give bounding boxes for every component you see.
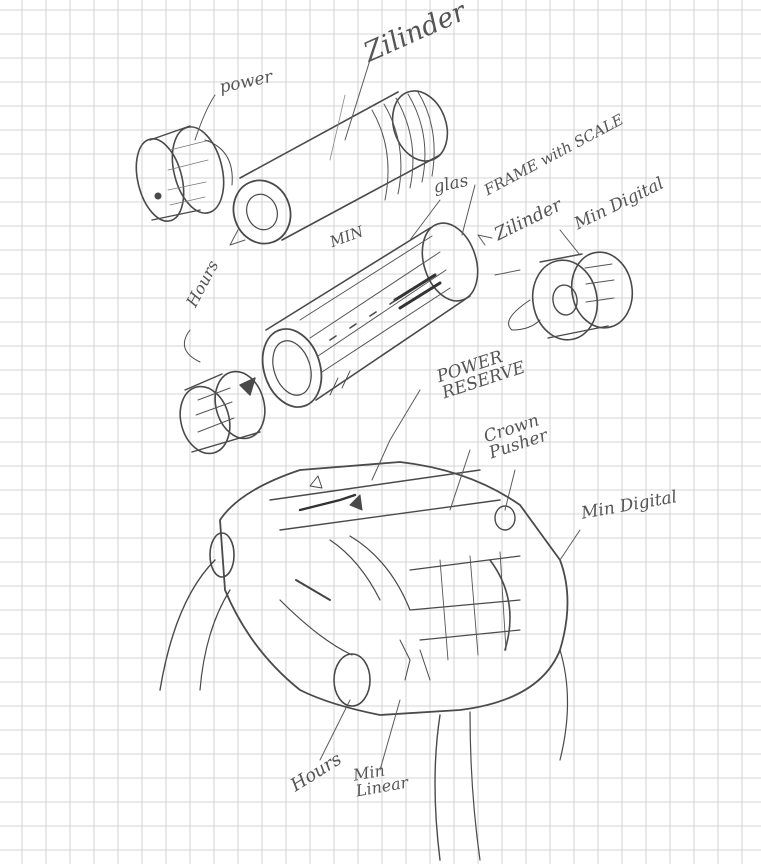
movement-cylinder-part (261, 222, 479, 408)
hours-ring-part (179, 329, 266, 455)
assembled-watch (159, 461, 569, 861)
leader-lines (194, 59, 581, 771)
min-digital-ring-part (508, 251, 634, 341)
power-cap-part (135, 125, 233, 222)
cylinder-top-part (232, 90, 449, 245)
